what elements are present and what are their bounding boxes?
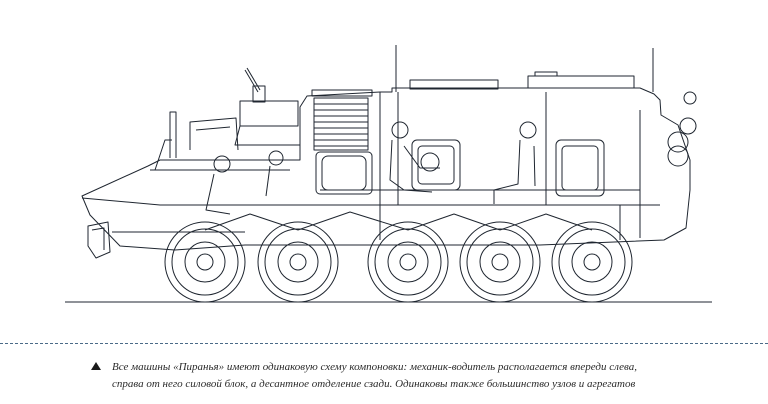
caption-divider (0, 343, 768, 344)
engine-grille (313, 97, 369, 151)
wheel-5 (551, 221, 633, 303)
caption-triangle-icon (91, 362, 101, 370)
caption-line-2: справа от него силовой блок, а десантное… (112, 378, 636, 390)
wheel-1 (164, 221, 246, 303)
interior-frame (315, 92, 641, 240)
rear-stowage (667, 91, 697, 167)
vehicle-line-drawing (65, 45, 712, 303)
turret (154, 67, 300, 171)
vehicle-svg (65, 45, 712, 303)
wheel-2 (257, 221, 339, 303)
caption-line-1: Все машины «Пиранья» имеют одинаковую сх… (112, 361, 637, 373)
crew-figures (205, 121, 537, 215)
wheel-3 (367, 221, 449, 303)
wheel-4 (459, 221, 541, 303)
hull (81, 71, 691, 259)
figure-caption: Все машины «Пиранья» имеют одинаковую сх… (91, 359, 711, 393)
suspension (204, 211, 593, 231)
wheels (164, 221, 633, 303)
